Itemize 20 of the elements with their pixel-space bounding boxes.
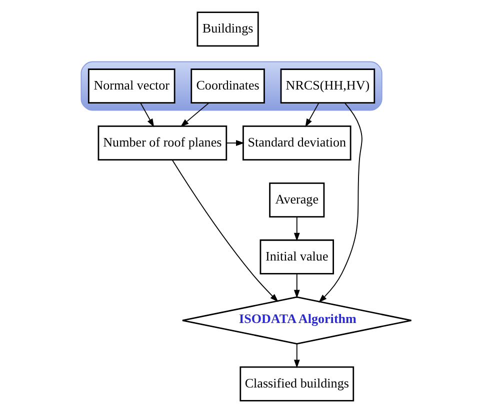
arrow: [226, 140, 244, 146]
arrow: [180, 102, 209, 127]
node-diamond: ISODATA Algorithm: [181, 296, 412, 344]
node-box: Number of roof planes: [97, 126, 227, 161]
node-box: NRCS(HH,HV): [280, 68, 375, 104]
node-box: Coordinates: [190, 68, 264, 104]
arrow: [293, 274, 300, 298]
arrow: [171, 160, 278, 302]
cluster: [80, 61, 382, 111]
node-box: Standard deviation: [242, 126, 351, 161]
node-box: Normal vector: [87, 68, 175, 104]
arrow: [304, 102, 319, 128]
arrow: [140, 102, 154, 128]
arrow: [318, 102, 362, 303]
node-box: Classified buildings: [239, 366, 354, 402]
arrow: [293, 343, 300, 368]
node-box: Initial value: [259, 239, 334, 274]
arrow: [293, 216, 300, 242]
node-box: Average: [268, 182, 324, 218]
node-box: Buildings: [196, 12, 258, 47]
